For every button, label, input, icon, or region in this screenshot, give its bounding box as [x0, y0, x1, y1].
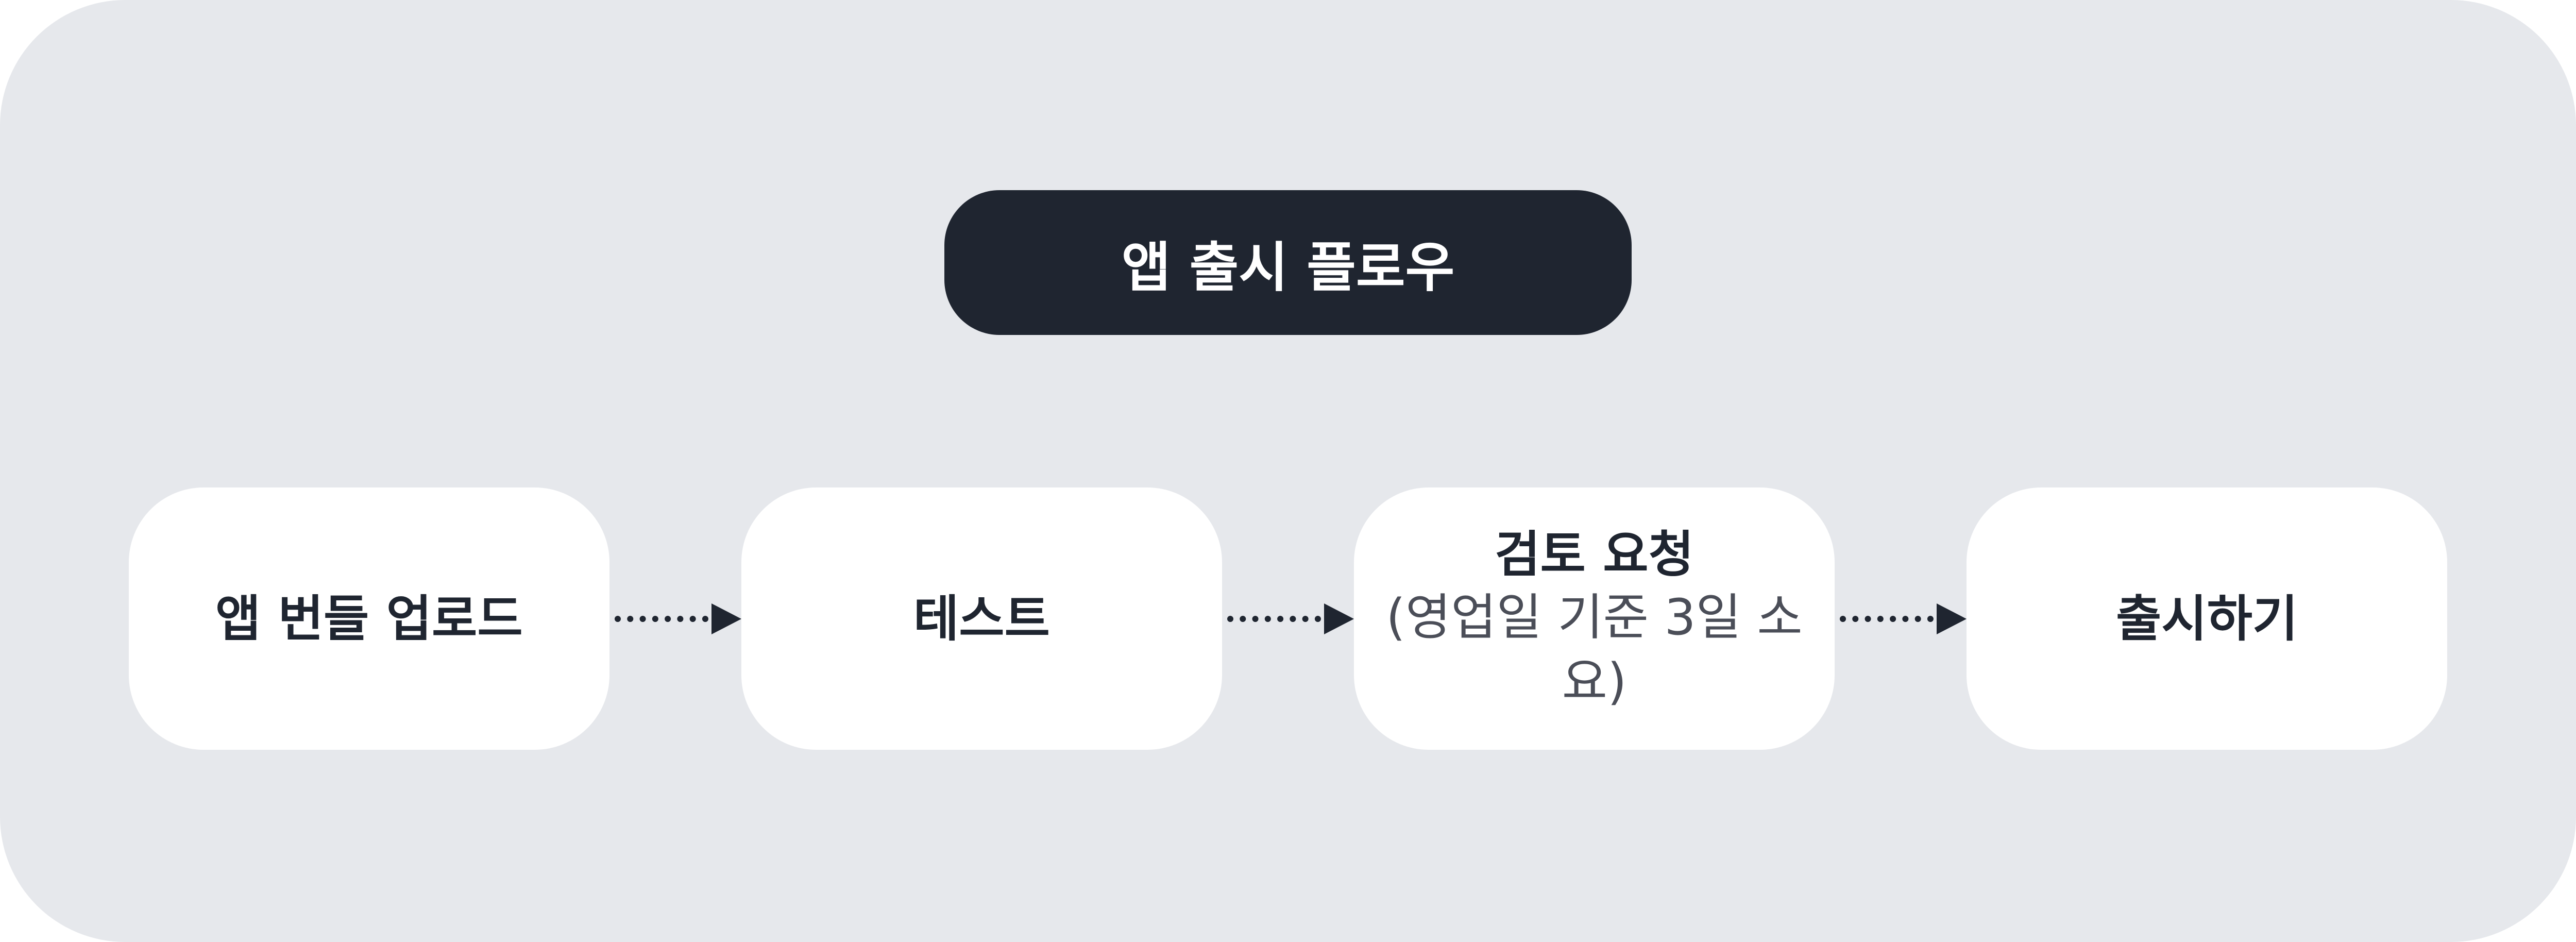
arrow-head-icon [711, 603, 742, 634]
arrow-connector [1222, 603, 1354, 634]
step-upload-bundle: 앱 번들 업로드 [129, 487, 609, 750]
step-sublabel: (영업일 기준 3일 소요) [1386, 588, 1803, 711]
step-test: 테스트 [741, 487, 1222, 750]
step-label: 출시하기 [2116, 590, 2298, 648]
dotted-line [1839, 615, 1934, 622]
arrow-connector [1835, 603, 1967, 634]
step-release: 출시하기 [1967, 487, 2447, 750]
title-wrapper: 앱 출시 플로우 [0, 190, 2576, 335]
step-label: 테스트 [913, 590, 1050, 648]
step-review-request: 검토 요청 (영업일 기준 3일 소요) [1354, 487, 1835, 750]
dotted-line [614, 615, 709, 622]
flow-row: 앱 번들 업로드 테스트 검토 요청 (영업일 기준 3일 소요) 출시하기 [0, 487, 2576, 750]
diagram-title: 앱 출시 플로우 [944, 190, 1632, 335]
arrow-head-icon [1937, 603, 1967, 634]
dotted-line [1227, 615, 1321, 622]
arrow-head-icon [1324, 603, 1354, 634]
arrow-connector [609, 603, 742, 634]
step-label: 검토 요청 [1495, 525, 1694, 583]
step-label: 앱 번들 업로드 [215, 590, 523, 648]
